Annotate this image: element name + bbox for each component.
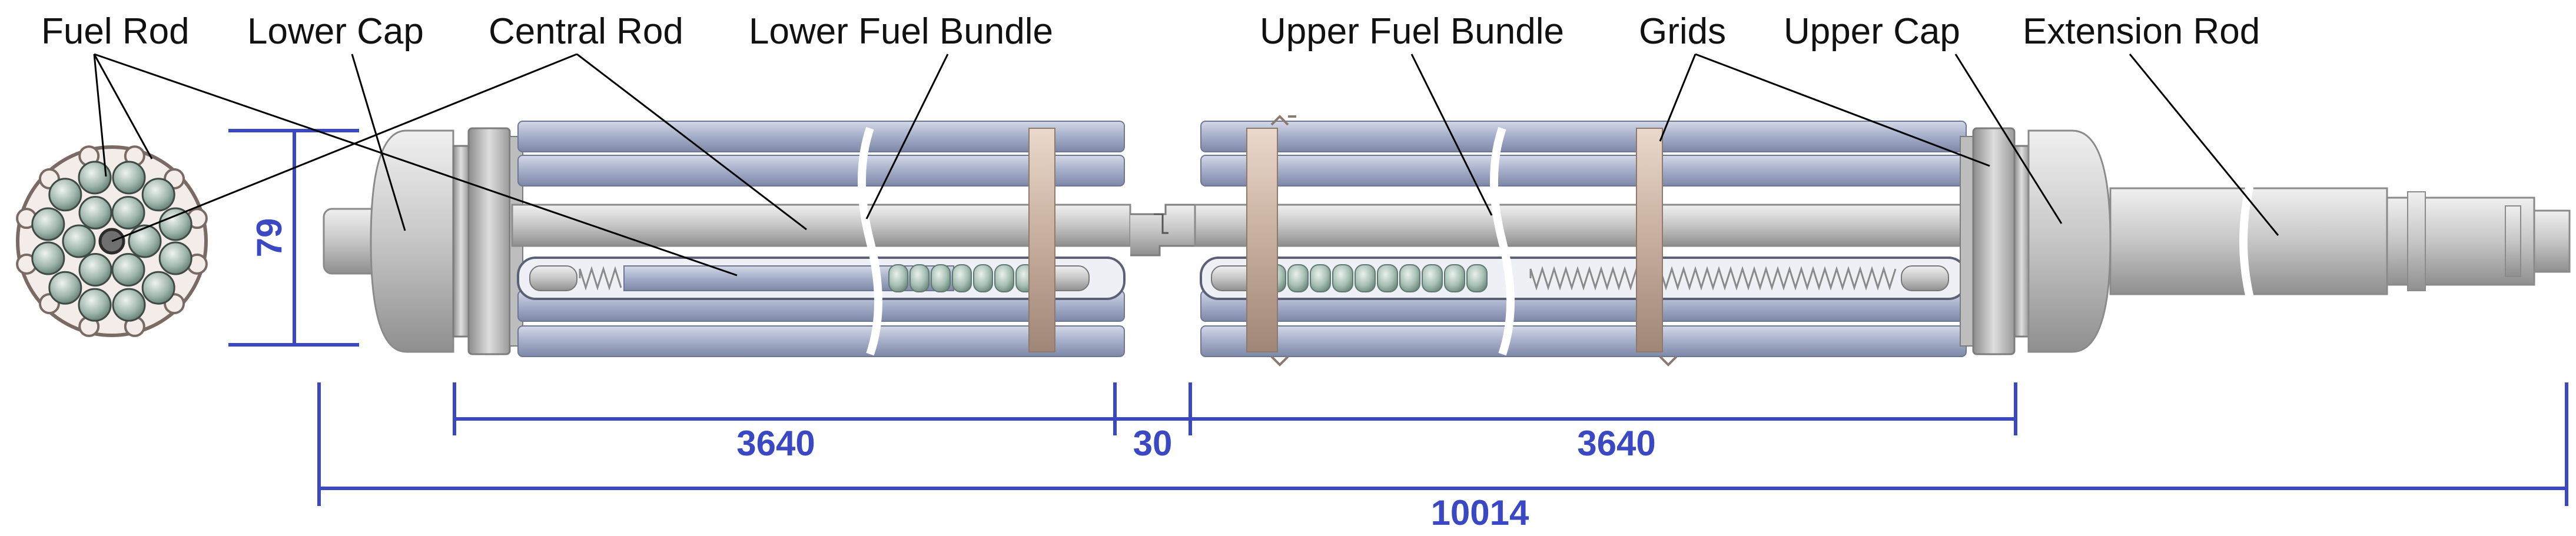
fuel-pellet bbox=[1355, 264, 1376, 292]
fuel-rod-section bbox=[112, 288, 146, 322]
break-mark-lower bbox=[858, 126, 882, 356]
fuel-rod bbox=[1200, 325, 1967, 357]
label-upper-fuel-bundle: Upper Fuel Bundle bbox=[1260, 11, 1564, 52]
diameter-value: 79 bbox=[250, 218, 289, 258]
fuel-rod bbox=[1200, 155, 1967, 187]
dim-upper-bundle: 3640 bbox=[1577, 424, 1655, 463]
upper-cap bbox=[1960, 127, 2112, 355]
fuel-rod-section bbox=[141, 271, 175, 305]
fuel-pellet bbox=[1287, 264, 1309, 292]
fuel-rod-section bbox=[112, 161, 146, 195]
label-extension-rod: Extension Rod bbox=[2023, 11, 2260, 52]
dim-lower-bundle: 3640 bbox=[736, 424, 815, 463]
fuel-rod-section bbox=[78, 288, 112, 322]
fuel-rod-section bbox=[111, 196, 145, 230]
spring bbox=[579, 265, 622, 291]
fuel-pellet bbox=[994, 264, 1014, 292]
lower-fuel-bundle bbox=[511, 121, 1131, 357]
fuel-pellet bbox=[1377, 264, 1398, 292]
fuel-rod-section bbox=[78, 161, 112, 195]
leader-lines bbox=[93, 53, 2279, 277]
fuel-pellet bbox=[909, 264, 930, 292]
fuel-rod-section bbox=[31, 241, 65, 275]
fuel-rod-section bbox=[78, 196, 112, 230]
break-mark-upper bbox=[1490, 126, 1515, 356]
fuel-pellet bbox=[1310, 264, 1331, 292]
fuel-pellet bbox=[1332, 264, 1353, 292]
label-fuel-rod: Fuel Rod bbox=[41, 11, 190, 52]
fuel-pellet bbox=[1399, 264, 1420, 292]
fuel-pellet bbox=[931, 264, 951, 292]
fuel-rod-section bbox=[62, 224, 96, 258]
label-central-rod: Central Rod bbox=[489, 11, 683, 52]
fuel-pellet bbox=[973, 264, 993, 292]
extension-rod bbox=[2109, 184, 2571, 299]
label-lower-cap: Lower Cap bbox=[247, 11, 424, 52]
fuel-rod-section bbox=[31, 207, 65, 241]
fuel-pellet bbox=[888, 264, 908, 292]
fuel-rod-section bbox=[158, 241, 192, 275]
fuel-pellet bbox=[1466, 264, 1488, 292]
fuel-rod-section bbox=[78, 252, 112, 287]
fuel-rod bbox=[517, 325, 1125, 357]
label-grids: Grids bbox=[1639, 11, 1726, 52]
fuel-rod bbox=[517, 121, 1125, 152]
fuel-rod-section bbox=[48, 271, 82, 305]
upper-fuel-bundle bbox=[1194, 115, 1973, 367]
dim-gap: 30 bbox=[1133, 424, 1173, 463]
dim-total: 10014 bbox=[1431, 493, 1529, 532]
fuel-pellet bbox=[1422, 264, 1443, 292]
spring bbox=[1529, 265, 1897, 291]
fuel-rod-section bbox=[158, 207, 192, 241]
fuel-rod-section bbox=[48, 178, 82, 212]
fuel-rod-section bbox=[128, 224, 162, 258]
central-joint bbox=[1130, 204, 1196, 257]
lower-cap bbox=[323, 127, 523, 355]
fuel-rod-section bbox=[111, 252, 145, 287]
fuel-pellet bbox=[952, 264, 972, 292]
length-dimensions bbox=[317, 382, 2568, 506]
label-lower-fuel-bundle: Lower Fuel Bundle bbox=[749, 11, 1053, 52]
fuel-pellet bbox=[1444, 264, 1465, 292]
fuel-rod bbox=[1200, 121, 1967, 152]
fuel-rod bbox=[517, 155, 1125, 187]
diameter-dimension bbox=[228, 129, 359, 347]
label-upper-cap: Upper Cap bbox=[1784, 11, 1960, 52]
fuel-rod-section bbox=[141, 178, 175, 212]
